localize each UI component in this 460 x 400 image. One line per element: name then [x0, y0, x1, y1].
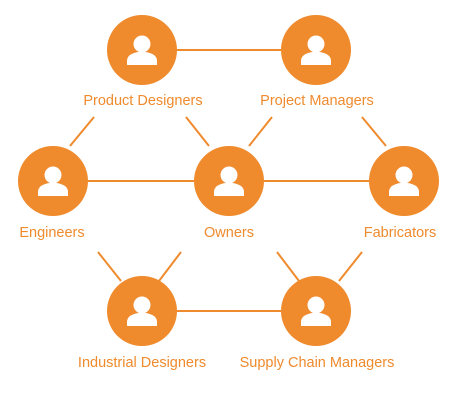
node-product-designers: Product Designers — [83, 15, 203, 109]
node-label: Project Managers — [260, 93, 374, 109]
node-label: Fabricators — [364, 225, 437, 241]
connector-line — [361, 116, 387, 147]
node-owners: Owners — [194, 146, 264, 241]
person-icon — [301, 296, 331, 326]
node-supply-chain-managers: Supply Chain Managers — [240, 276, 395, 371]
connector-line — [338, 251, 363, 282]
connector-line — [276, 251, 300, 282]
connector-line — [158, 251, 182, 282]
node-label: Supply Chain Managers — [240, 355, 395, 371]
connector-line — [69, 116, 95, 147]
node-project-managers: Project Managers — [260, 15, 374, 109]
person-icon — [301, 35, 331, 65]
connector-line — [185, 116, 210, 147]
node-label: Owners — [204, 225, 254, 241]
person-icon — [389, 166, 419, 196]
connector-line — [248, 116, 273, 147]
person-icon — [127, 296, 157, 326]
node-label: Industrial Designers — [78, 355, 206, 371]
node-label: Engineers — [19, 225, 84, 241]
node-engineers: Engineers — [18, 146, 88, 241]
connector-line — [97, 251, 122, 282]
node-fabricators: Fabricators — [364, 146, 439, 241]
person-icon — [214, 166, 244, 196]
node-industrial-designers: Industrial Designers — [78, 276, 206, 371]
node-label: Product Designers — [83, 93, 202, 109]
person-icon — [38, 166, 68, 196]
person-icon — [127, 35, 157, 65]
connector-lines — [69, 49, 387, 312]
